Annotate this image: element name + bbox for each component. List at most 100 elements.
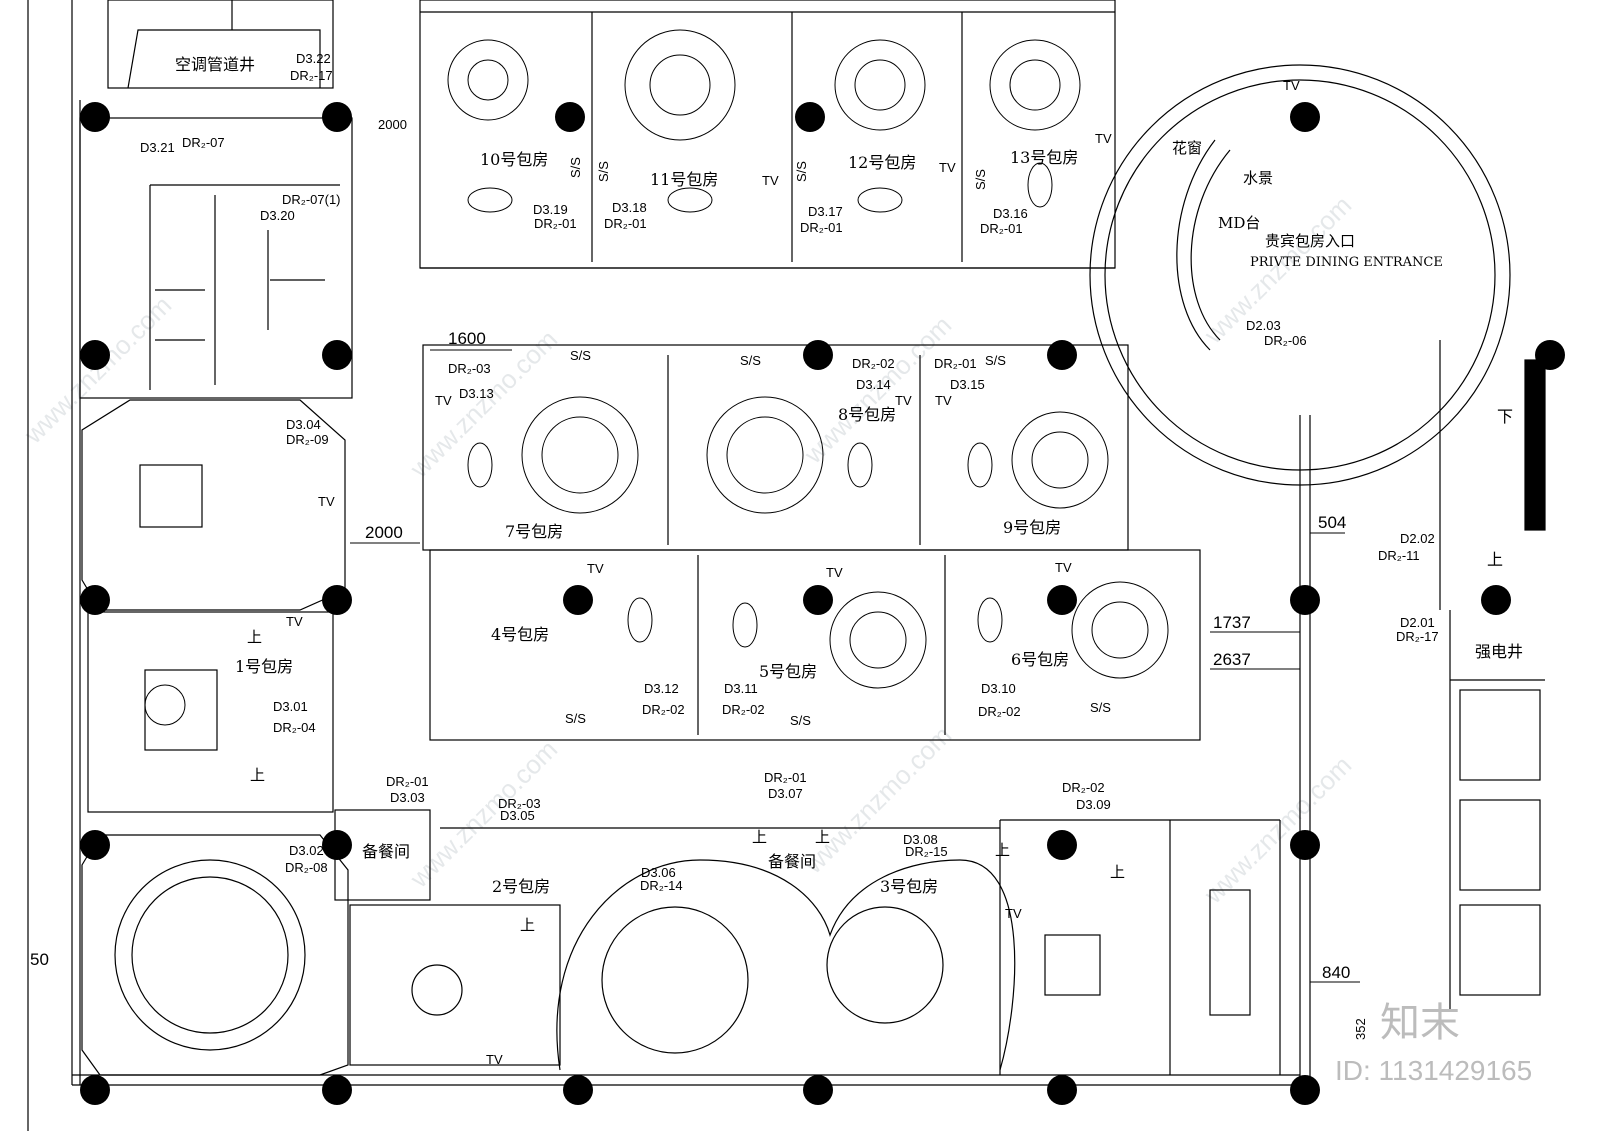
dimension-label: 352 (1353, 1018, 1368, 1040)
tv-label: TV (895, 393, 912, 408)
door-tag: D3.13 (459, 386, 494, 401)
door-tag: DR₂-14 (640, 878, 683, 893)
walls (27, 0, 1546, 1131)
door-tag: D2.02 (1400, 531, 1435, 546)
column (555, 102, 585, 132)
column (322, 830, 352, 860)
door-tag: D2.03 (1246, 318, 1281, 333)
door-tag: D3.20 (260, 208, 295, 223)
ss-label: S/S (565, 711, 586, 726)
column (1047, 340, 1077, 370)
watermark-text: www.znzmo.com (17, 290, 177, 450)
door-tag: D3.15 (950, 377, 985, 392)
label-md-counter: MD台 (1218, 214, 1260, 232)
ss-label: S/S (740, 353, 761, 368)
watermark-id: ID: 1131429165 (1335, 1055, 1532, 1086)
column (322, 102, 352, 132)
column (795, 102, 825, 132)
column (803, 585, 833, 615)
tv-label: TV (286, 614, 303, 629)
brand-watermark: 知末 ID: 1131429165 (1335, 1000, 1532, 1086)
door-tag: D3.01 (273, 699, 308, 714)
column (80, 585, 110, 615)
brand-logo-text: 知末 (1380, 1000, 1460, 1046)
room-label-13: 13号包房 (1010, 148, 1078, 167)
label-flower-window: 花窗 (1172, 139, 1202, 157)
door-tag: D2.01 (1400, 615, 1435, 630)
watermark-text: www.znzmo.com (403, 324, 563, 484)
room-label-1: 1号包房 (235, 657, 293, 676)
tv-label: TV (1005, 906, 1022, 921)
ss-label: S/S (1090, 700, 1111, 715)
door-tag: D3.06 (641, 865, 676, 880)
tv-label: TV (486, 1052, 503, 1067)
column (80, 102, 110, 132)
tv-label: TV (762, 173, 779, 188)
door-tag: DR₂-17 (290, 68, 333, 83)
watermark-text: www.znzmo.com (1197, 750, 1357, 910)
door-tag: DR₂-01 (764, 770, 807, 785)
door-tag: D3.19 (533, 202, 568, 217)
door-tag: D3.10 (981, 681, 1016, 696)
door-tag: D3.02 (289, 843, 324, 858)
room-label-12: 12号包房 (848, 153, 916, 172)
column (322, 585, 352, 615)
column (803, 1075, 833, 1105)
door-tag: DR₂-07 (182, 135, 225, 150)
door-tag: DR₂-01 (980, 221, 1023, 236)
column (1047, 585, 1077, 615)
door-tag: DR₂-01 (534, 216, 577, 231)
ss-label: S/S (790, 713, 811, 728)
room-label-3: 3号包房 (880, 877, 938, 896)
door-tag: DR₂-04 (273, 720, 316, 735)
ss-label: S/S (570, 348, 591, 363)
door-tag: DR₂-01 (934, 356, 977, 371)
watermark-text: www.znzmo.com (403, 734, 563, 894)
room-label-elec-shaft: 强电井 (1475, 642, 1523, 661)
door-tag: DR₂-11 (1378, 548, 1420, 563)
door-tag: D3.18 (612, 200, 647, 215)
dimension-label: 2000 (365, 523, 403, 542)
door-tag: D3.03 (390, 790, 425, 805)
door-tag: D3.07 (768, 786, 803, 801)
column (1290, 102, 1320, 132)
door-tag: D3.22 (296, 51, 331, 66)
tv-label: TV (1283, 78, 1300, 93)
door-tag: DR₂-06 (1264, 333, 1307, 348)
room-label-4: 4号包房 (491, 625, 549, 644)
label-vip-entrance-en: PRIVTE DINING ENTRANCE (1250, 255, 1443, 270)
door-tag: DR₂-03 (448, 361, 491, 376)
dimension-label: 504 (1318, 513, 1346, 532)
column (1535, 340, 1565, 370)
door-tag: DR₂-17 (1396, 629, 1439, 644)
tv-label: TV (435, 393, 452, 408)
room-label-5: 5号包房 (759, 662, 817, 681)
door-tag: D3.11 (724, 681, 758, 696)
room-labels: 空调管道井 1号包房 2号包房 3号包房 4号包房 5号包房 6号包房 7号包房… (175, 55, 1523, 896)
column (563, 1075, 593, 1105)
tv-label: TV (587, 561, 604, 576)
column (80, 830, 110, 860)
tv-label: TV (318, 494, 335, 509)
ss-label: S/S (596, 161, 611, 182)
tv-label: TV (939, 160, 956, 175)
door-tag: D3.17 (808, 204, 843, 219)
door-tag: DR₂-07(1) (282, 192, 341, 207)
tv-label: TV (1095, 131, 1112, 146)
door-tag: D3.04 (286, 417, 321, 432)
stair-up-label: 上 (1110, 863, 1125, 881)
label-water-feature: 水景 (1243, 169, 1273, 187)
room-label-8: 8号包房 (838, 405, 896, 424)
door-tag: DR₂-02 (852, 356, 895, 371)
ss-label: S/S (568, 157, 583, 178)
door-tag: D3.05 (500, 808, 535, 823)
room-label-7: 7号包房 (505, 522, 563, 541)
door-tag: DR₂-01 (800, 220, 843, 235)
door-tag: D3.14 (856, 377, 891, 392)
ss-label: S/S (985, 353, 1006, 368)
dimension-label: 2000 (378, 117, 407, 132)
column (80, 340, 110, 370)
stair-up-label: 上 (815, 828, 830, 846)
column (80, 1075, 110, 1105)
